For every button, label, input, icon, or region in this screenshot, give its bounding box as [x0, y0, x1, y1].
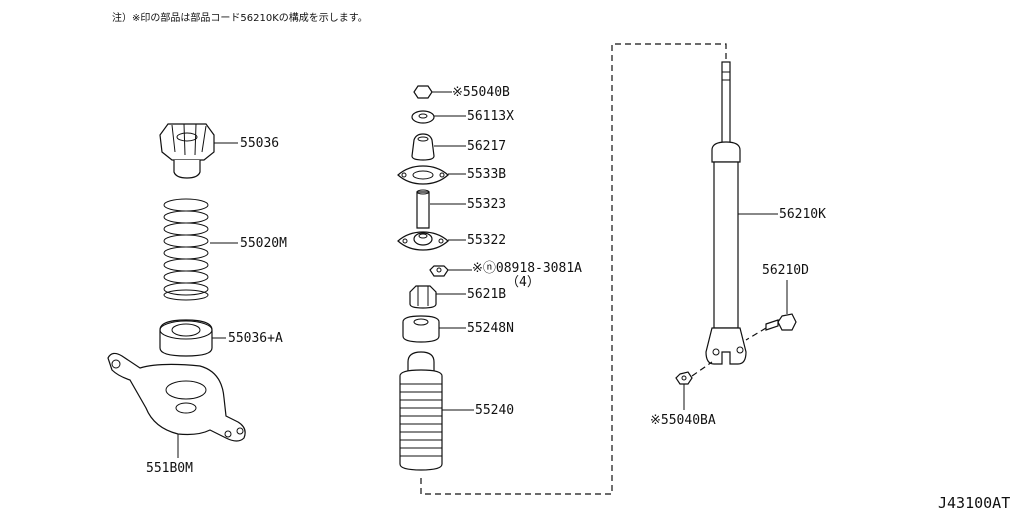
part-label-55040BA[interactable]: ※55040BA [650, 413, 716, 428]
part-55020M-shape[interactable] [163, 198, 209, 301]
assembly-bracket [420, 43, 727, 495]
part-label-5621B[interactable]: 5621B [467, 287, 506, 302]
part-55040BA-shape[interactable] [675, 371, 693, 385]
part-56113X-shape[interactable] [411, 110, 435, 124]
part-551B0M-shape[interactable] [107, 352, 246, 442]
part-56210D-shape[interactable] [765, 313, 797, 331]
part-label-08918[interactable]: ※ⓝ08918-3081A [472, 261, 582, 276]
part-label-55323[interactable]: 55323 [467, 197, 506, 212]
part-label-55248N[interactable]: 55248N [467, 321, 514, 336]
part-label-55036[interactable]: 55036 [240, 136, 279, 151]
part-label-5533B[interactable]: 5533B [467, 167, 506, 182]
part-label-55240[interactable]: 55240 [475, 403, 514, 418]
part-56217-shape[interactable] [411, 133, 435, 161]
part-55248N-shape[interactable] [402, 315, 440, 343]
part-55322-shape[interactable] [397, 231, 449, 251]
part-label-56113X[interactable]: 56113X [467, 109, 514, 124]
part-label-55040B[interactable]: ※55040B [452, 85, 510, 100]
part-08918-shape[interactable] [429, 265, 449, 277]
part-5621B-shape[interactable] [409, 285, 437, 309]
header-note: 注）※印の部品は部品コード56210Kの構成を示します。 [112, 11, 368, 24]
part-55040B-shape[interactable] [413, 85, 433, 99]
part-55036A-shape[interactable] [159, 319, 213, 357]
part-label-55020M[interactable]: 55020M [240, 236, 287, 251]
part-5533B-shape[interactable] [397, 165, 449, 185]
part-55240-shape[interactable] [399, 351, 443, 471]
part-label-551B0M[interactable]: 551B0M [146, 461, 193, 476]
part-label-56217[interactable]: 56217 [467, 139, 506, 154]
part-56210K-shape[interactable] [705, 61, 747, 365]
part-55323-shape[interactable] [416, 189, 430, 229]
part-label-55322[interactable]: 55322 [467, 233, 506, 248]
part-55036-shape[interactable] [159, 123, 215, 179]
part-qty-08918: （4） [506, 275, 540, 290]
diagram-ref-code: J43100AT [938, 494, 1010, 512]
part-label-56210D[interactable]: 56210D [762, 263, 809, 278]
part-label-55036A[interactable]: 55036+A [228, 331, 283, 346]
part-label-56210K[interactable]: 56210K [779, 207, 826, 222]
